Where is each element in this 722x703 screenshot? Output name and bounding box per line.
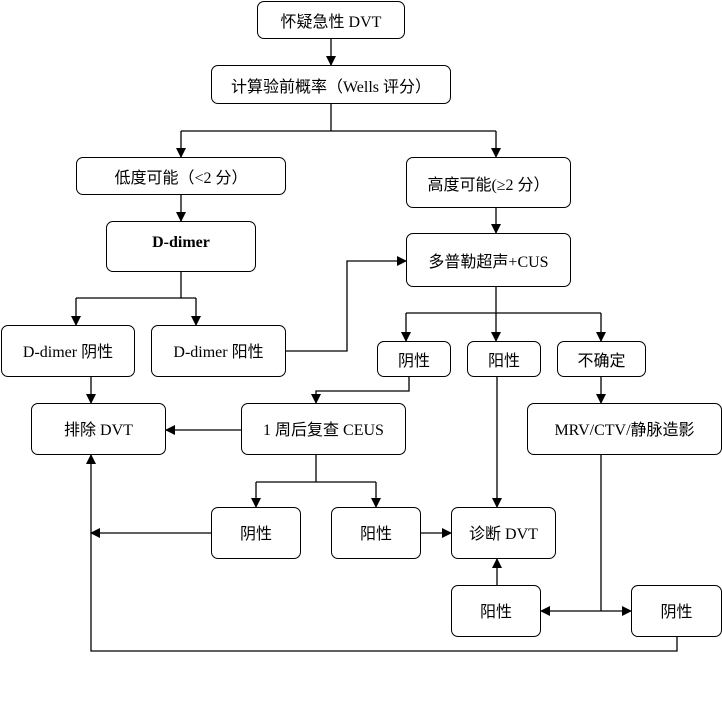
node-suspect-dvt: 怀疑急性 DVT (257, 1, 405, 39)
node-d-dimer: D-dimer (106, 221, 256, 272)
node-us-uncertain: 不确定 (557, 341, 646, 377)
node-mrv-positive: 阳性 (451, 585, 541, 637)
node-mrv-negative: 阴性 (631, 585, 722, 637)
node-low-probability: 低度可能（<2 分） (76, 157, 286, 195)
node-mrv-ctv-venography: MRV/CTV/静脉造影 (527, 403, 722, 455)
node-doppler-cus: 多普勒超声+CUS (406, 233, 571, 287)
node-exclude-dvt: 排除 DVT (31, 403, 166, 455)
node-us-positive: 阳性 (467, 341, 541, 377)
node-ceus-recheck: 1 周后复查 CEUS (241, 403, 406, 455)
node-diagnose-dvt: 诊断 DVT (451, 507, 556, 559)
node-us-negative: 阴性 (377, 341, 451, 377)
node-d-dimer-positive: D-dimer 阳性 (151, 325, 286, 377)
node-high-probability: 高度可能(≥2 分） (406, 157, 571, 208)
arrow-ddimer-pos-doppler (286, 256, 407, 352)
node-wells-score: 计算验前概率（Wells 评分） (211, 65, 451, 104)
node-ceus-negative: 阴性 (211, 507, 301, 559)
node-ceus-positive: 阳性 (331, 507, 421, 559)
node-d-dimer-negative: D-dimer 阴性 (1, 325, 135, 377)
